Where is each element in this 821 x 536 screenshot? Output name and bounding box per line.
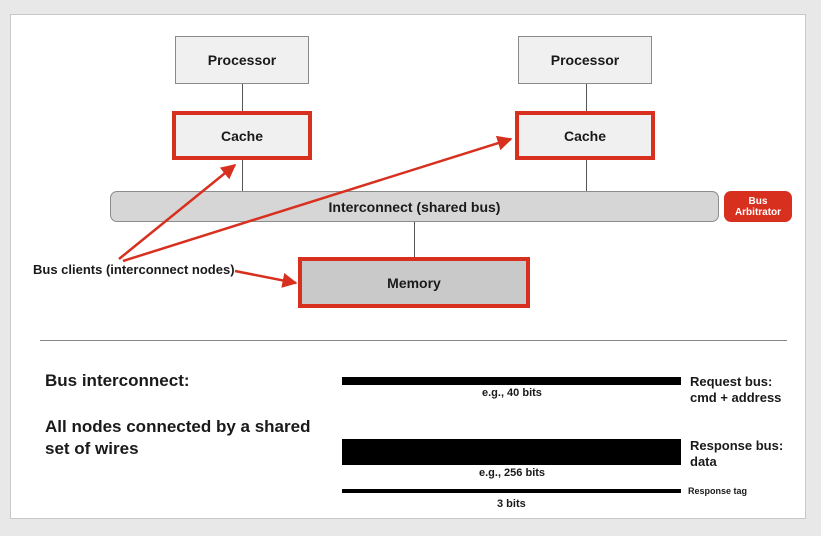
response-tag-width: 3 bits: [497, 498, 526, 510]
response-tag-name: Response tag: [688, 486, 748, 496]
memory-label: Memory: [387, 274, 441, 291]
request-bus-width: e.g., 40 bits: [482, 387, 542, 399]
connector-left-cache-bus: [242, 160, 243, 192]
interconnect-bus: Interconnect (shared bus): [110, 191, 719, 222]
bus-arbitrator-line2: Arbitrator: [734, 206, 782, 218]
description-line1: All nodes connected by a shared: [45, 417, 311, 436]
connector-right-processor-cache: [586, 83, 587, 111]
cache-left-label: Cache: [220, 127, 264, 144]
processor-right-label: Processor: [550, 52, 620, 68]
response-tag-wire: [342, 489, 681, 493]
connector-bus-memory: [414, 222, 415, 258]
interconnect-label: Interconnect (shared bus): [328, 198, 501, 215]
connector-right-cache-bus: [586, 160, 587, 192]
section-divider: [40, 340, 787, 341]
arrow-to-memory: [234, 269, 298, 288]
bus-interconnect-heading: Bus interconnect:: [45, 371, 190, 390]
processor-left: Processor: [175, 36, 309, 84]
slide: Processor Processor Cache Cache Intercon…: [10, 14, 806, 519]
processor-left-label: Processor: [207, 52, 277, 68]
request-bus-wire: [342, 377, 681, 385]
response-bus-wire: [342, 439, 681, 465]
request-bus-name-line1: Request bus:: [690, 374, 773, 389]
cache-left: Cache: [172, 111, 312, 160]
bus-arbitrator-line1: Bus: [748, 195, 768, 207]
response-bus-name-line2: data: [690, 454, 717, 469]
request-bus-name-line2: cmd + address: [690, 390, 782, 405]
bus-arbitrator-label: Bus Arbitrator: [735, 196, 781, 218]
connector-left-processor-cache: [242, 83, 243, 111]
cache-right-label: Cache: [563, 127, 607, 144]
memory: Memory: [298, 257, 530, 308]
response-bus-name-line1: Response bus:: [690, 438, 784, 453]
bus-arbitrator: Bus Arbitrator: [724, 191, 792, 222]
cache-right: Cache: [515, 111, 655, 160]
bus-clients-label: Bus clients (interconnect nodes): [33, 262, 235, 277]
response-bus-width: e.g., 256 bits: [479, 467, 546, 479]
processor-right: Processor: [518, 36, 652, 84]
description-line2: set of wires: [45, 439, 139, 458]
